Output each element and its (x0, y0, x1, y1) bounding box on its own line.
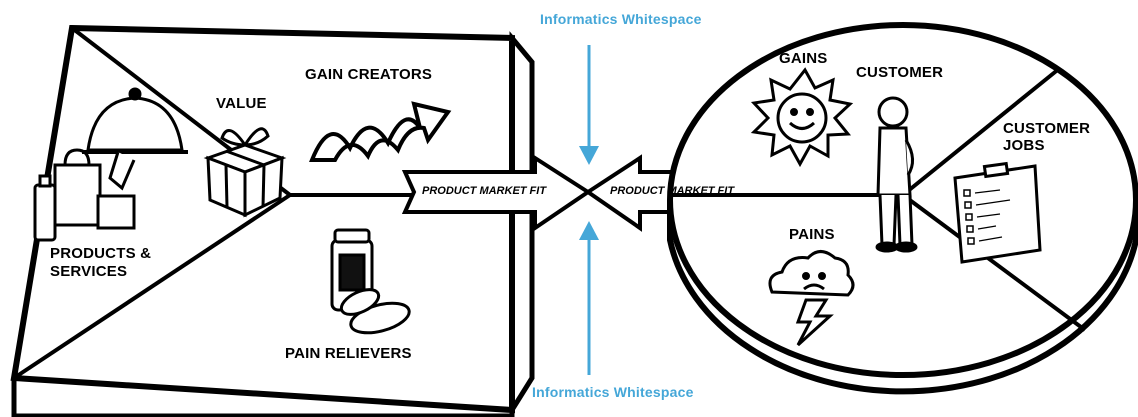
bag-icon (53, 163, 102, 227)
clipboard-icon (953, 161, 1042, 264)
sun-icon (750, 67, 854, 168)
disc-divider-upper-right (901, 66, 1062, 197)
bottom-whitespace-label: Informatics Whitespace (532, 384, 694, 400)
right-fit-label: PRODUCT MARKET FIT (610, 185, 735, 197)
customer-person-icon (875, 96, 918, 253)
bottom-blue-arrowhead (579, 221, 599, 240)
gain-creators-label: GAIN CREATORS (305, 66, 433, 83)
products-services-label-line1: PRODUCTS & (50, 245, 152, 262)
gains-label: GAINS (779, 50, 828, 67)
storm-cloud-icon (768, 250, 855, 347)
customer-jobs-label-line2: JOBS (1003, 137, 1045, 154)
products-services-label-line2: SERVICES (50, 263, 128, 280)
top-blue-arrowhead (579, 146, 599, 165)
disc-divider-lower-right (901, 193, 1087, 332)
pain-relievers-label: PAIN RELIEVERS (285, 345, 412, 362)
pain-relievers-icon (330, 228, 411, 335)
bottle-icon (33, 183, 57, 242)
whitespace-arrows (579, 45, 599, 375)
top-whitespace-label: Informatics Whitespace (540, 11, 702, 27)
value-map-divider-lower (12, 193, 292, 380)
gain-creators-icon (309, 101, 452, 162)
customer-label: CUSTOMER (856, 64, 944, 81)
products-services-icon (33, 87, 188, 242)
customer-jobs-label-line1: CUSTOMER (1003, 120, 1091, 137)
value-label: VALUE (216, 95, 267, 112)
left-fit-label: PRODUCT MARKET FIT (422, 185, 547, 197)
box-icon (96, 194, 136, 230)
gift-icon (203, 127, 287, 218)
pains-label: PAINS (789, 226, 835, 243)
left-fit-arrow (401, 154, 592, 232)
